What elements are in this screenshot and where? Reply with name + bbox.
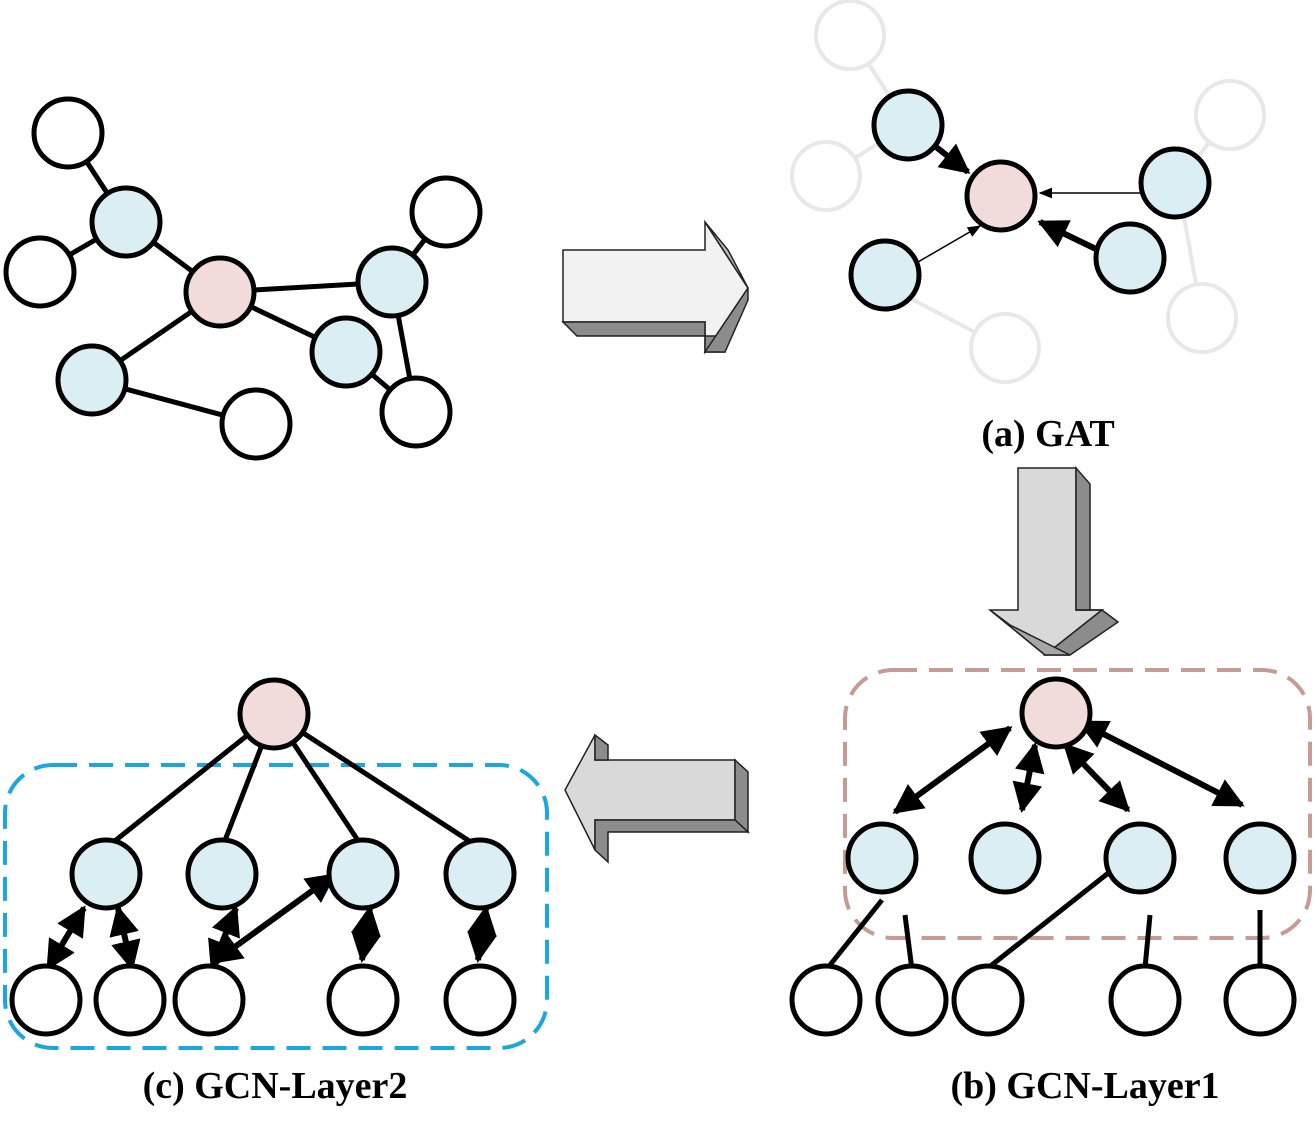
label-gat: (a) GAT bbox=[981, 413, 1114, 455]
gcn-layer1-graph: (b) GCN-Layer1 bbox=[789, 668, 1312, 1107]
orig-node-neighbor bbox=[89, 185, 163, 259]
arrow-down bbox=[987, 466, 1120, 656]
orig-node-white bbox=[379, 375, 453, 449]
orig-node-neighbor bbox=[55, 343, 129, 417]
label-gcn-layer1: (b) GCN-Layer1 bbox=[950, 1065, 1219, 1107]
gat-node-neighbor bbox=[871, 88, 945, 162]
gat-graph: (a) GAT bbox=[790, 0, 1266, 455]
l1-node-center bbox=[1019, 676, 1093, 750]
l2-node-white bbox=[93, 963, 167, 1037]
orig-node-white bbox=[409, 175, 483, 249]
gat-node-neighbor bbox=[848, 238, 922, 312]
l2-node-neighbor bbox=[185, 837, 259, 911]
l2-node-neighbor bbox=[326, 837, 400, 911]
orig-node-neighbor bbox=[355, 245, 429, 319]
l2-node-center bbox=[237, 677, 311, 751]
layer2-dashed-box bbox=[3, 763, 549, 1050]
arrow-left bbox=[564, 733, 750, 864]
l2-node-neighbor bbox=[443, 837, 517, 911]
l2-node-white bbox=[9, 963, 83, 1037]
l1-node-white bbox=[1223, 963, 1297, 1037]
label-gcn-layer2: (c) GCN-Layer2 bbox=[143, 1065, 408, 1107]
orig-node-white bbox=[3, 235, 77, 309]
l1-node-white bbox=[875, 963, 949, 1037]
gat-faded-background bbox=[790, 0, 1266, 384]
l1-node-white bbox=[951, 963, 1025, 1037]
orig-node-neighbor bbox=[309, 315, 383, 389]
l2-node-white bbox=[172, 963, 246, 1037]
l1-node-white bbox=[1108, 963, 1182, 1037]
l2-node-neighbor bbox=[69, 837, 143, 911]
l1-node-white bbox=[789, 963, 863, 1037]
orig-node-white bbox=[219, 387, 293, 461]
l2-node-white bbox=[326, 963, 400, 1037]
l1-node-neighbor bbox=[1103, 821, 1177, 895]
gat-node-neighbor bbox=[1138, 146, 1212, 220]
original-graph bbox=[3, 96, 483, 461]
l2-node-white bbox=[443, 963, 517, 1037]
l1-node-neighbor bbox=[845, 821, 919, 895]
gat-node-neighbor bbox=[1093, 221, 1167, 295]
l1-node-neighbor bbox=[1223, 821, 1297, 895]
l1-node-neighbor bbox=[968, 821, 1042, 895]
arrow-right bbox=[561, 219, 749, 355]
orig-node-white bbox=[31, 96, 105, 170]
layer1-dashed-box bbox=[843, 668, 1312, 940]
orig-node-center bbox=[183, 255, 257, 329]
gcn-layer2-graph: (c) GCN-Layer2 bbox=[3, 677, 549, 1107]
gat-node-center bbox=[964, 159, 1038, 233]
